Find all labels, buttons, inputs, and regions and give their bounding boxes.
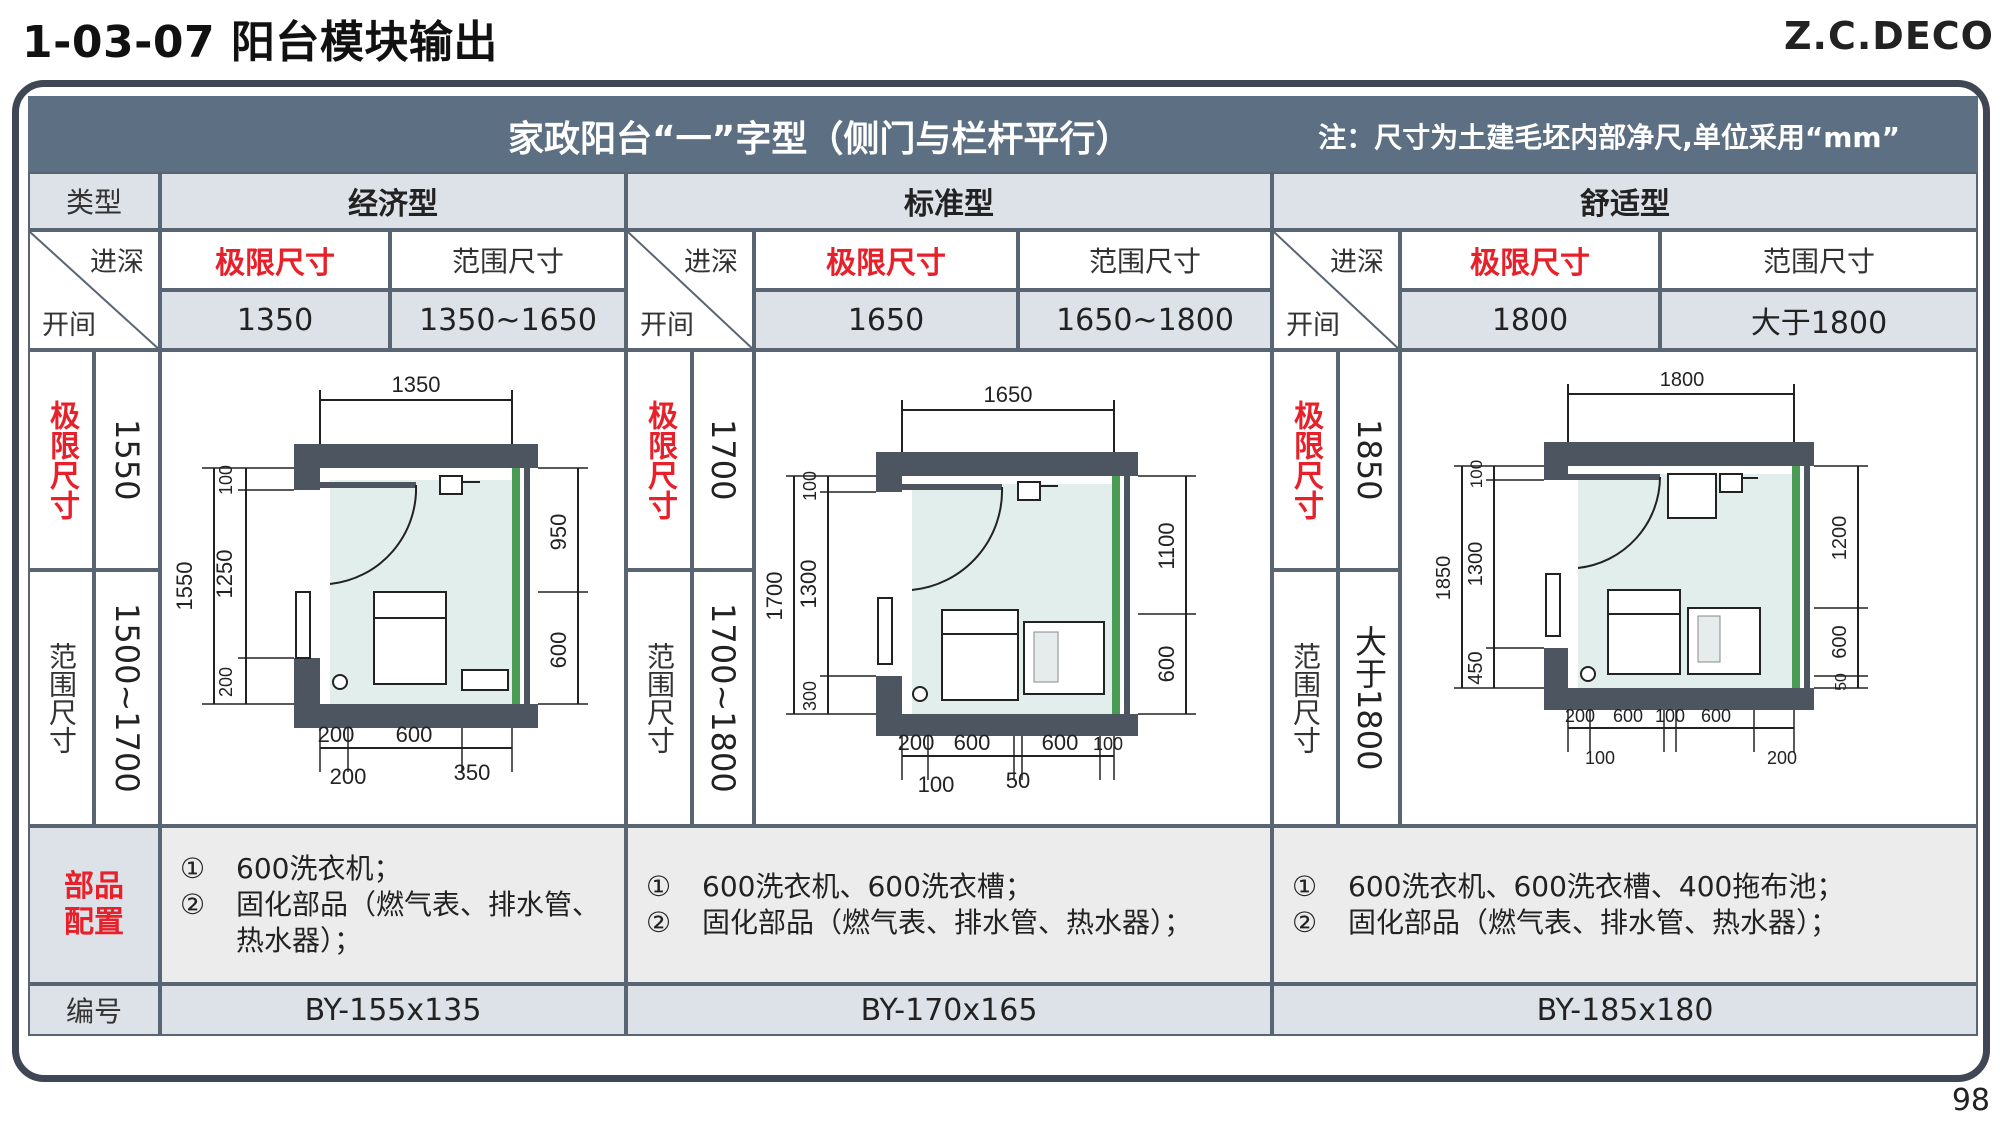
svg-text:600: 600 — [1613, 706, 1643, 726]
limit-width-comfort: 1800 — [1400, 290, 1660, 350]
banner-title: 家政阳台“一”字型（侧门与栏杆平行） — [508, 119, 1132, 160]
svg-text:100: 100 — [1467, 460, 1486, 488]
svg-text:1250: 1250 — [212, 550, 237, 599]
svg-text:300: 300 — [800, 681, 820, 711]
type-standard: 标准型 — [626, 172, 1272, 230]
code-standard: BY-170x165 — [626, 984, 1272, 1036]
range-label-economy: 范围尺寸 — [390, 230, 626, 290]
floor-plan-comfort: 1800 1850 100 1300 450 1200 — [1400, 350, 1978, 826]
page-number: 98 — [1951, 1083, 1990, 1118]
svg-text:950: 950 — [546, 514, 571, 551]
code-label: 编号 — [28, 984, 160, 1036]
limit-width-standard: 1650 — [754, 290, 1018, 350]
code-comfort: BY-185x180 — [1272, 984, 1978, 1036]
dim-top: 1350 — [392, 372, 441, 397]
svg-text:100: 100 — [1093, 734, 1123, 754]
limit-label-economy: 极限尺寸 — [160, 230, 390, 290]
svg-text:350: 350 — [454, 760, 491, 785]
dim-left-outer: 1850 — [1433, 556, 1455, 601]
limit-width-economy: 1350 — [160, 290, 390, 350]
svg-text:200: 200 — [330, 764, 367, 789]
range-depth-label-standard: 范围尺寸 — [626, 570, 692, 826]
range-label-standard: 范围尺寸 — [1018, 230, 1272, 290]
svg-text:50: 50 — [1006, 768, 1030, 793]
limit-depth-label-standard: 极限尺寸 — [626, 350, 692, 570]
svg-text:200: 200 — [1565, 706, 1595, 726]
range-width-economy: 1350~1650 — [390, 290, 626, 350]
svg-text:600: 600 — [396, 722, 433, 747]
svg-text:600: 600 — [1829, 625, 1851, 658]
svg-text:600: 600 — [546, 632, 571, 669]
limit-depth-standard: 1700 — [692, 350, 754, 570]
svg-text:600: 600 — [954, 730, 991, 755]
depth-label: 进深 — [90, 247, 144, 278]
svg-text:1100: 1100 — [1154, 522, 1179, 569]
range-label-comfort: 范围尺寸 — [1660, 230, 1978, 290]
svg-text:50: 50 — [1833, 673, 1850, 691]
width-label: 开间 — [42, 310, 96, 341]
svg-text:600: 600 — [1701, 706, 1731, 726]
depth-label: 进深 — [684, 247, 738, 278]
range-depth-comfort: 大于1800 — [1338, 570, 1400, 826]
dim-left-outer: 1700 — [762, 572, 787, 621]
banner-note: 注：尺寸为土建毛坯内部净尺,单位采用“mm” — [1318, 121, 1900, 154]
svg-text:200: 200 — [898, 730, 935, 755]
svg-text:100: 100 — [1585, 748, 1615, 768]
type-label: 类型 — [28, 172, 160, 230]
svg-text:600: 600 — [1154, 646, 1179, 683]
svg-text:100: 100 — [1655, 706, 1685, 726]
type-comfort: 舒适型 — [1272, 172, 1978, 230]
svg-text:100: 100 — [918, 772, 955, 797]
limit-label-standard: 极限尺寸 — [754, 230, 1018, 290]
table-banner: 家政阳台“一”字型（侧门与栏杆平行） 注：尺寸为土建毛坯内部净尺,单位采用“mm… — [28, 96, 1978, 172]
dim-top: 1650 — [984, 382, 1033, 407]
svg-text:200: 200 — [216, 667, 236, 697]
depth-width-header-standard: 进深 开间 — [626, 230, 756, 352]
depth-label: 进深 — [1330, 247, 1384, 278]
code-economy: BY-155x135 — [160, 984, 626, 1036]
width-label: 开间 — [1286, 310, 1340, 341]
brand-logo-text: Z.C.DECO — [1783, 14, 1994, 58]
floor-plan-economy: 1350 1550 100 1250 200 — [160, 350, 626, 826]
svg-text:1300: 1300 — [1465, 542, 1487, 587]
limit-depth-label-economy: 极限尺寸 — [28, 350, 94, 570]
range-depth-label-economy: 范围尺寸 — [28, 570, 94, 826]
dim-top: 1800 — [1660, 369, 1705, 391]
depth-width-header-comfort: 进深 开间 — [1272, 230, 1402, 352]
svg-text:450: 450 — [1465, 651, 1487, 684]
limit-depth-economy: 1550 — [94, 350, 160, 570]
range-width-standard: 1650~1800 — [1018, 290, 1272, 350]
width-label: 开间 — [640, 310, 694, 341]
svg-text:100: 100 — [216, 465, 236, 495]
parts-label: 部品配置 — [28, 826, 160, 984]
type-economy: 经济型 — [160, 172, 626, 230]
svg-text:200: 200 — [318, 722, 355, 747]
svg-text:600: 600 — [1042, 730, 1079, 755]
limit-depth-comfort: 1850 — [1338, 350, 1400, 570]
dim-left-outer: 1550 — [172, 562, 197, 611]
page-title: 1-03-07 阳台模块输出 — [22, 17, 498, 68]
svg-text:1200: 1200 — [1829, 516, 1851, 561]
floor-plan-standard: 1650 1700 100 1300 300 1100 600 — [754, 350, 1272, 826]
limit-label-comfort: 极限尺寸 — [1400, 230, 1660, 290]
range-width-comfort: 大于1800 — [1660, 290, 1978, 350]
svg-text:1300: 1300 — [796, 560, 821, 609]
svg-text:200: 200 — [1767, 748, 1797, 768]
depth-width-header-economy: 进深 开间 — [28, 230, 162, 352]
svg-text:100: 100 — [800, 471, 820, 501]
range-depth-standard: 1700~1800 — [692, 570, 754, 826]
range-depth-label-comfort: 范围尺寸 — [1272, 570, 1338, 826]
range-depth-economy: 1500~1700 — [94, 570, 160, 826]
limit-depth-label-comfort: 极限尺寸 — [1272, 350, 1338, 570]
